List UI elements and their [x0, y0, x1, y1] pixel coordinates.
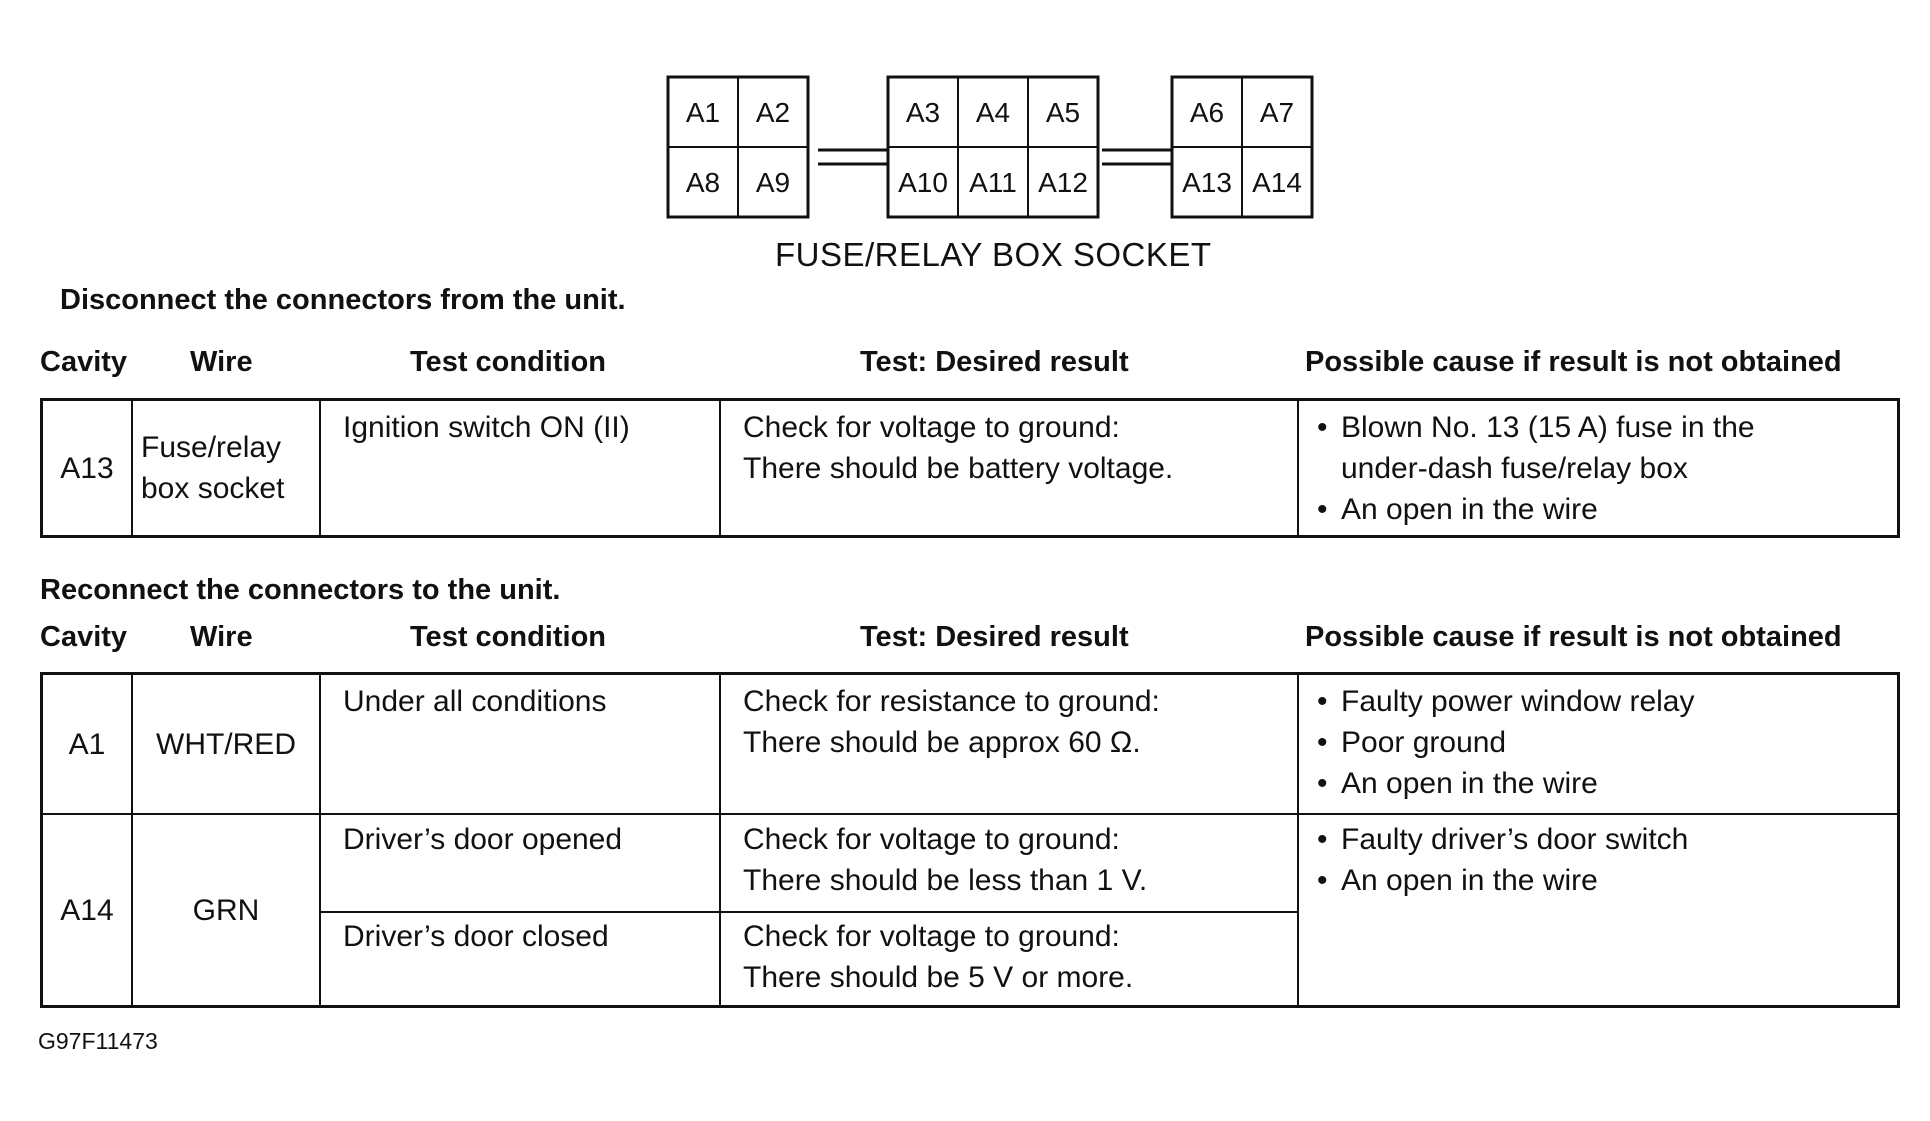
cause-list: Blown No. 13 (15 A) fuse in theunder-das… — [1317, 407, 1897, 530]
column-divider — [131, 401, 133, 535]
header-test-condition: Test condition — [410, 621, 607, 653]
result-line: There should be 5 V or more. — [743, 961, 1134, 994]
header-test-condition: Test condition — [410, 346, 607, 378]
cavity-label: A2 — [756, 97, 790, 128]
cause-list: Faulty driver’s door switch An open in t… — [1317, 819, 1897, 901]
cell-test-condition: Under all conditions — [343, 681, 713, 722]
cell-test-condition: Ignition switch ON (II) — [343, 407, 713, 448]
cause-item: An open in the wire — [1317, 860, 1897, 901]
cause-item: Poor ground — [1317, 722, 1897, 763]
cause-item: An open in the wire — [1317, 763, 1897, 804]
condition-text: Under all conditions — [343, 685, 607, 718]
header-possible-cause: Possible cause if result is not obtained — [1305, 621, 1842, 653]
column-headers-1: Cavity Wire Test condition Test: Desired… — [0, 346, 1930, 382]
wire-line: box socket — [141, 472, 285, 505]
cell-test-condition: Driver’s door closed — [343, 916, 713, 957]
header-desired-result: Test: Desired result — [860, 621, 1129, 653]
result-line: There should be less than 1 V. — [743, 864, 1148, 897]
diagram-caption: FUSE/RELAY BOX SOCKET — [775, 236, 1212, 273]
condition-text: Driver’s door opened — [343, 823, 623, 856]
header-possible-cause: Possible cause if result is not obtained — [1305, 346, 1842, 378]
result-line: Check for resistance to ground: — [743, 685, 1160, 718]
header-wire: Wire — [190, 346, 253, 378]
wire-value: GRN — [192, 893, 260, 927]
cause-list: Faulty power window relay Poor ground An… — [1317, 681, 1897, 804]
header-desired-result: Test: Desired result — [860, 346, 1129, 378]
test-table-disconnected: A13 Fuse/relay box socket Ignition switc… — [40, 398, 1900, 538]
cell-desired-result: Check for voltage to ground: There shoul… — [743, 916, 1293, 998]
column-divider — [719, 675, 721, 1005]
cavity-label: A9 — [756, 167, 790, 198]
column-divider — [319, 675, 321, 1005]
connector-bridges — [818, 148, 1172, 166]
wire-line: Fuse/relay — [141, 431, 282, 464]
cell-cavity: A1 — [43, 675, 131, 813]
cell-cavity: A14 — [43, 815, 131, 1005]
cell-possible-cause: Faulty driver’s door switch An open in t… — [1317, 819, 1897, 901]
section-heading-disconnect: Disconnect the connectors from the unit. — [60, 284, 626, 316]
cell-possible-cause: Blown No. 13 (15 A) fuse in theunder-das… — [1317, 407, 1897, 530]
sub-row-divider — [319, 911, 1299, 913]
result-line: Check for voltage to ground: — [743, 411, 1120, 444]
section-heading-reconnect: Reconnect the connectors to the unit. — [40, 574, 561, 606]
cavity-value: A13 — [60, 451, 114, 485]
cavity-value: A14 — [60, 893, 114, 927]
cavity-label: A12 — [1038, 167, 1088, 198]
header-cavity: Cavity — [40, 621, 128, 653]
cell-desired-result: Check for resistance to ground: There sh… — [743, 681, 1293, 763]
header-wire: Wire — [190, 621, 253, 653]
cause-item: Faulty driver’s door switch — [1317, 819, 1897, 860]
cell-possible-cause: Faulty power window relay Poor ground An… — [1317, 681, 1897, 804]
cavity-label: A11 — [969, 167, 1017, 198]
cause-item: Faulty power window relay — [1317, 681, 1897, 722]
row-divider — [43, 813, 1897, 815]
cavity-label: A5 — [1046, 97, 1080, 128]
header-cavity: Cavity — [40, 346, 128, 378]
result-line: There should be battery voltage. — [743, 452, 1174, 485]
cell-wire: Fuse/relay box socket — [141, 427, 317, 509]
column-divider — [319, 401, 321, 535]
cavity-label: A4 — [976, 97, 1010, 128]
column-divider — [1297, 401, 1299, 535]
condition-text: Driver’s door closed — [343, 920, 609, 953]
cause-item: Blown No. 13 (15 A) fuse in theunder-das… — [1317, 407, 1897, 489]
test-table-reconnected: A1 WHT/RED Under all conditions Check fo… — [40, 672, 1900, 1008]
cell-wire: WHT/RED — [133, 675, 319, 813]
cause-item: An open in the wire — [1317, 489, 1897, 530]
cavity-value: A1 — [68, 727, 106, 761]
column-headers-2: Cavity Wire Test condition Test: Desired… — [0, 621, 1930, 657]
cavity-label: A7 — [1260, 97, 1294, 128]
cell-desired-result: Check for voltage to ground: There shoul… — [743, 407, 1293, 489]
cell-wire: GRN — [133, 815, 319, 1005]
cavity-label: A1 — [686, 97, 720, 128]
condition-text: Ignition switch ON (II) — [343, 411, 630, 444]
cavity-label: A14 — [1252, 167, 1302, 198]
column-divider — [1297, 675, 1299, 1005]
cavity-label: A6 — [1190, 97, 1224, 128]
column-divider — [131, 675, 133, 1005]
cavity-label: A13 — [1182, 167, 1232, 198]
wire-value: WHT/RED — [156, 727, 296, 761]
result-line: There should be approx 60 Ω. — [743, 726, 1141, 759]
cavity-label: A8 — [686, 167, 720, 198]
cell-desired-result: Check for voltage to ground: There shoul… — [743, 819, 1293, 901]
cell-cavity: A13 — [43, 401, 131, 535]
cavity-label: A10 — [898, 167, 948, 198]
cavity-label: A3 — [906, 97, 940, 128]
column-divider — [719, 401, 721, 535]
result-line: Check for voltage to ground: — [743, 920, 1120, 953]
cell-test-condition: Driver’s door opened — [343, 819, 713, 860]
figure-id: G97F11473 — [38, 1028, 158, 1054]
result-line: Check for voltage to ground: — [743, 823, 1120, 856]
